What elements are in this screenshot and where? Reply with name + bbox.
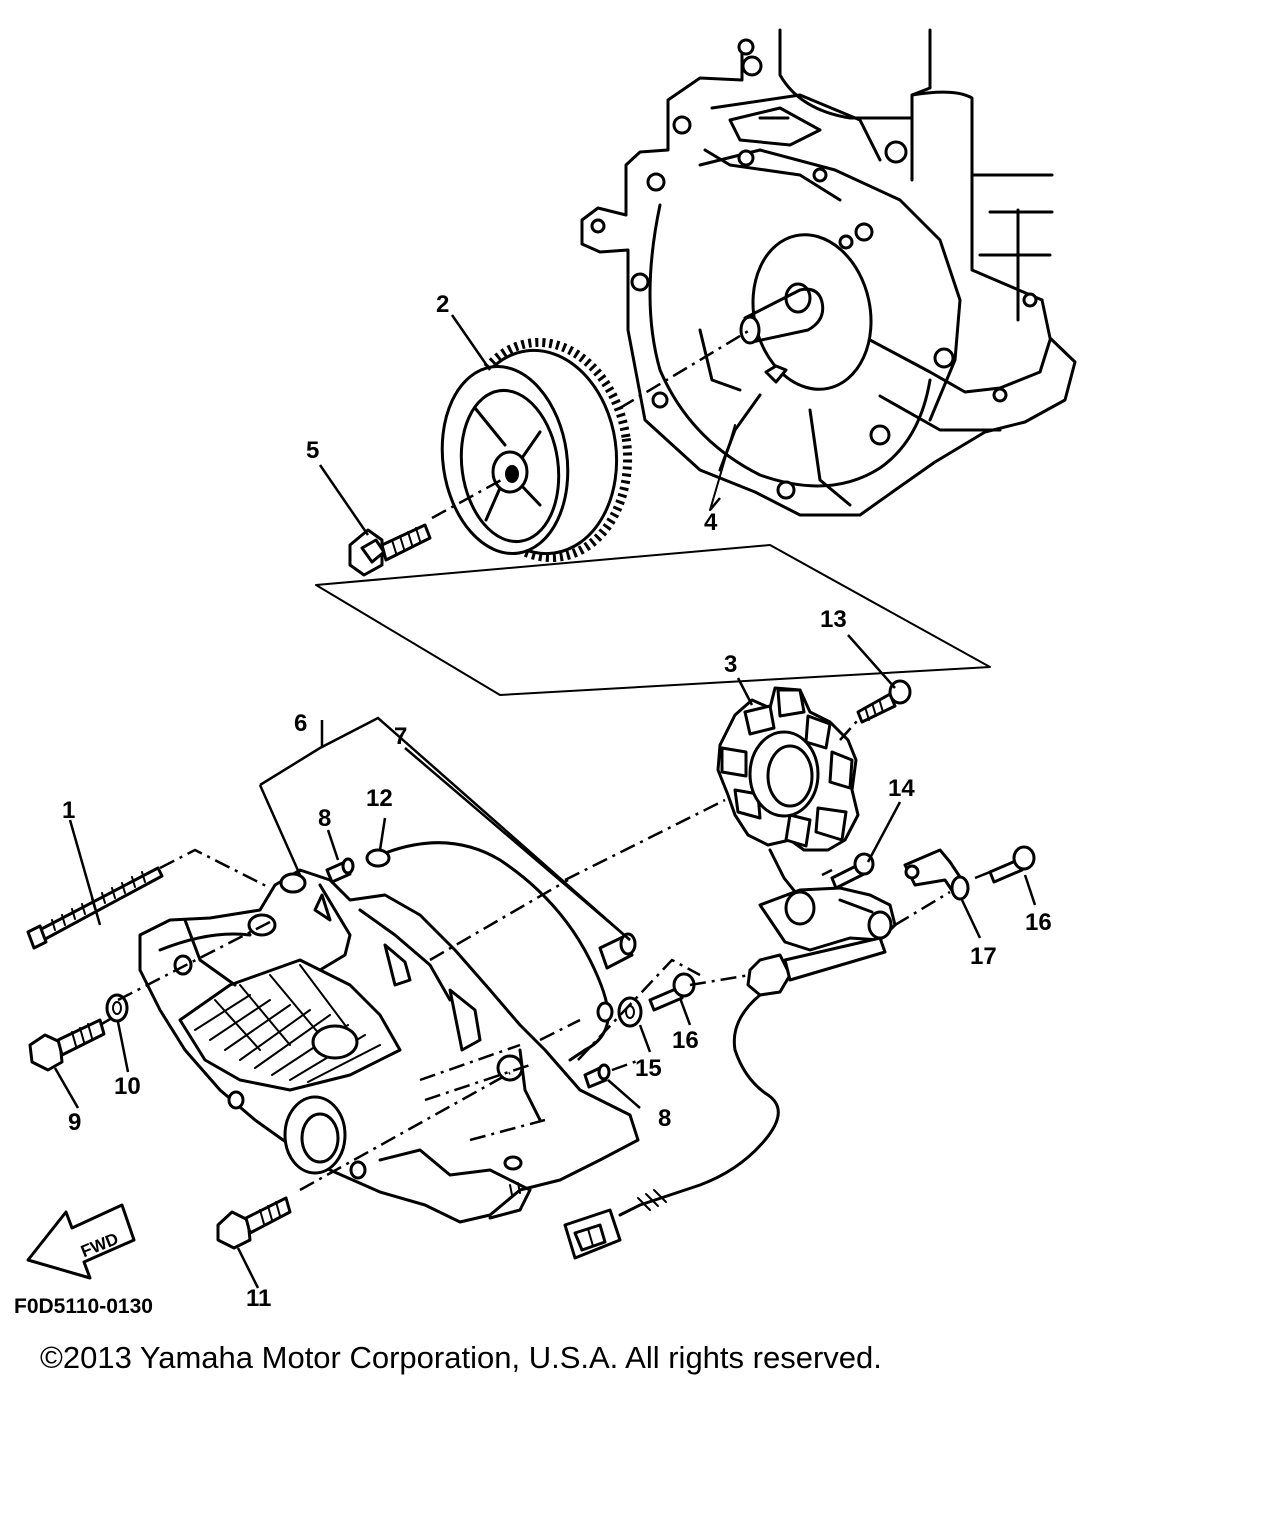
wire-harness: [563, 993, 780, 1260]
callout-7: 7: [394, 723, 407, 750]
copyright-notice: ©2013 Yamaha Motor Corporation, U.S.A. A…: [40, 1340, 882, 1375]
callout-2: 2: [436, 291, 449, 318]
screw-16-middle: [648, 972, 696, 1012]
engine-block: [580, 28, 1077, 517]
figure-code: F0D5110-0130: [14, 1295, 153, 1318]
callout-1: 1: [62, 797, 75, 824]
stator-screw: [856, 679, 912, 724]
callout-8-top: 8: [318, 805, 331, 832]
leader-lines: [53, 314, 1037, 1289]
callout-3: 3: [724, 651, 737, 678]
callout-11: 11: [246, 1285, 271, 1312]
callout-12: 12: [366, 785, 393, 812]
cable-tie: [26, 866, 164, 950]
callout-8-bottom: 8: [658, 1105, 671, 1132]
dowel-pin-bottom: [583, 1063, 611, 1089]
o-ring: [365, 841, 614, 1062]
flywheel-bolt: [348, 523, 432, 577]
assembly-lines: [99, 328, 991, 1192]
washer-10: [105, 993, 129, 1023]
callout-15: 15: [635, 1055, 662, 1082]
callout-13: 13: [820, 606, 847, 633]
bracket-17: [903, 848, 970, 901]
callout-17: 17: [970, 943, 997, 970]
screw-16-right: [988, 845, 1036, 884]
stator: [716, 686, 860, 900]
bolt-9: [28, 1018, 106, 1072]
pulser-coil: [746, 886, 897, 997]
callout-4: 4: [704, 509, 718, 536]
parts-diagram: FWD 1 2 3 4 5 6 7 8 8 9 10 11 12 13 14 1…: [14, 28, 1077, 1318]
generator-cover: [138, 868, 640, 1224]
callout-16-right: 16: [1025, 909, 1052, 936]
callout-numbers: 1 2 3 4 5 6 7 8 8 9 10 11 12 13 14 15 16…: [62, 291, 1052, 1312]
callout-5: 5: [306, 437, 319, 464]
callout-14: 14: [888, 775, 915, 802]
screw-14: [830, 852, 875, 890]
bolt-11: [216, 1196, 292, 1250]
callout-10: 10: [114, 1073, 141, 1100]
fwd-arrow: FWD: [26, 1203, 136, 1280]
washer-15: [617, 996, 643, 1028]
callout-9: 9: [68, 1109, 81, 1136]
callout-6: 6: [294, 710, 307, 737]
flywheel: [440, 337, 633, 563]
dowel-pin-top: [325, 857, 355, 884]
callout-16-middle: 16: [672, 1027, 699, 1054]
collar-7: [598, 932, 637, 970]
